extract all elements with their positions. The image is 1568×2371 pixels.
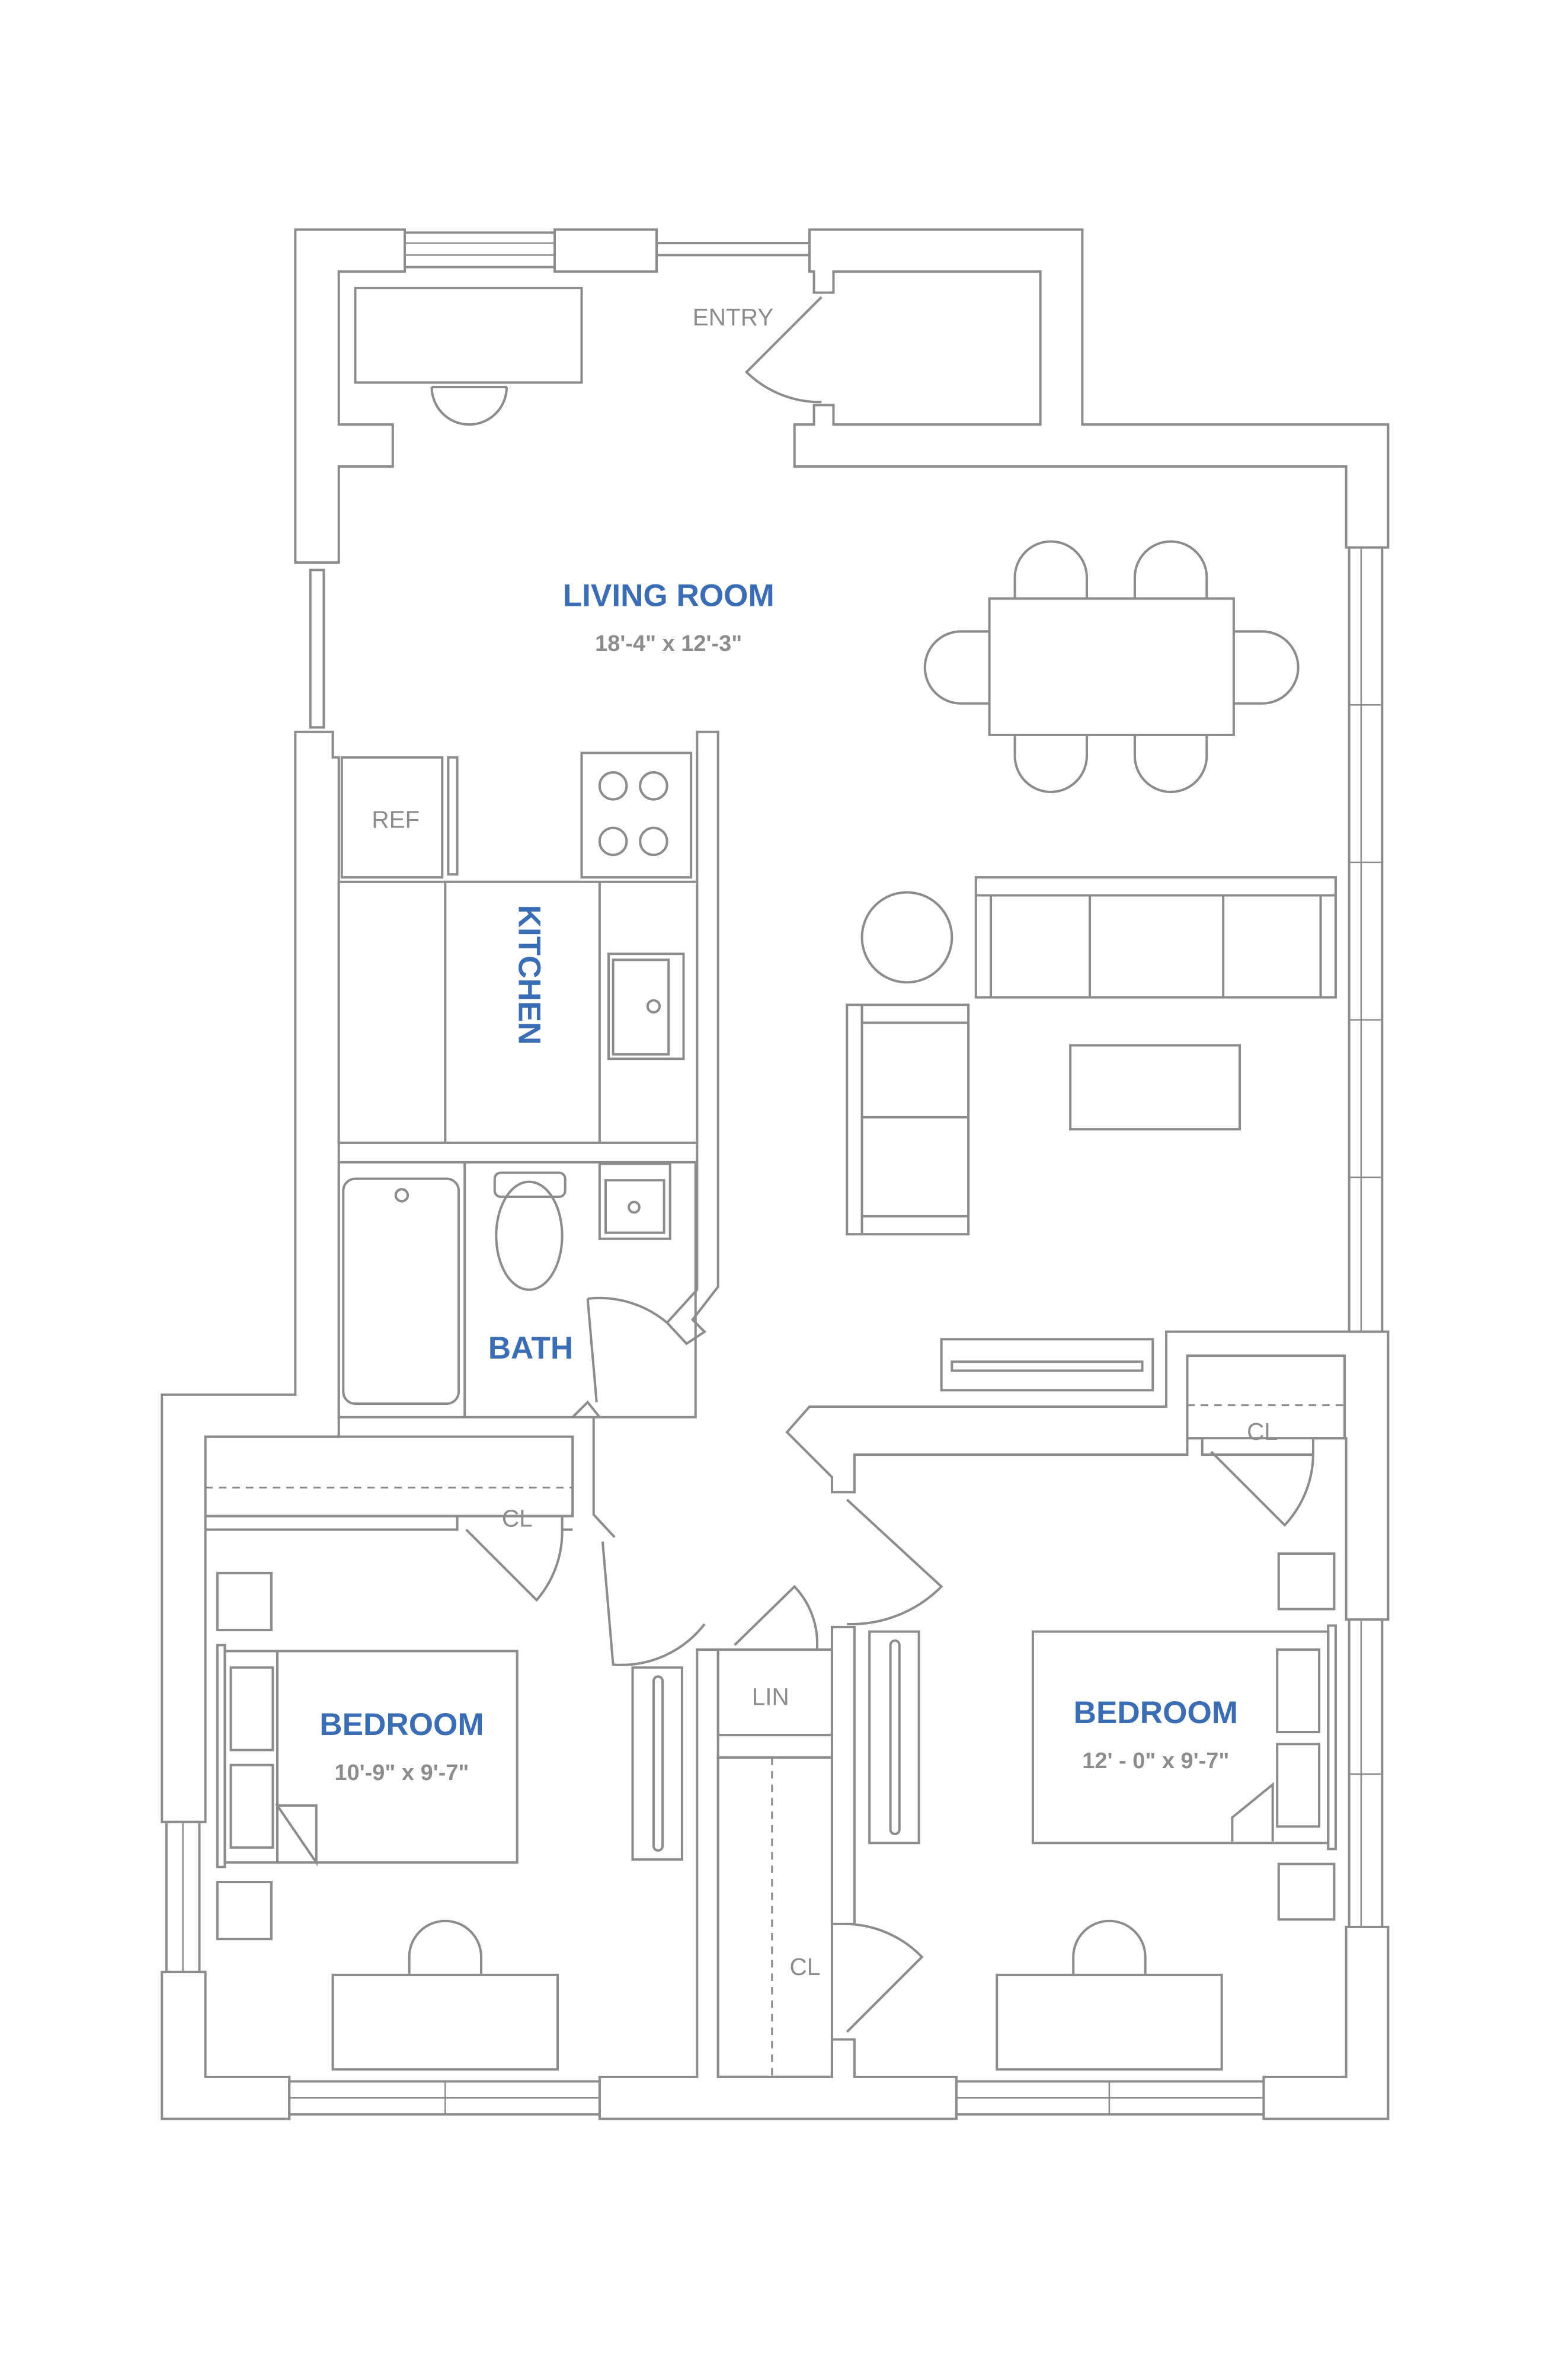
dining-chair [1133, 540, 1208, 599]
hall-closet-door [846, 1922, 924, 2033]
drain-icon [394, 1188, 409, 1203]
bedroom-left-label: BEDROOM [319, 1707, 484, 1742]
bedroom-right-label: BEDROOM [1074, 1695, 1238, 1730]
nightstand [1277, 1552, 1336, 1611]
toilet-bowl [495, 1180, 564, 1291]
bedroom-right [846, 1354, 1346, 2071]
bath-outline [337, 1161, 697, 1418]
desk-left [331, 1973, 559, 2071]
window-right [1348, 546, 1384, 1333]
pillow [229, 1666, 274, 1752]
stove [580, 752, 693, 879]
kitchen [337, 752, 699, 1144]
nightstand [1277, 1862, 1336, 1921]
bathroom [337, 1161, 697, 1418]
dining-chair [1133, 734, 1208, 793]
closet-right-label: CL [1247, 1418, 1278, 1445]
bathtub [342, 1177, 460, 1405]
bath-label: BATH [488, 1331, 574, 1366]
ref-label: REF [372, 806, 420, 833]
side-table [860, 891, 953, 984]
nightstand [216, 1571, 273, 1632]
bath-door [586, 1296, 668, 1402]
pillow [1276, 1648, 1321, 1734]
wall-bottom-right [1262, 1925, 1390, 2120]
window-top-left [403, 231, 556, 269]
burner-icon [639, 826, 668, 857]
bedroom-left [204, 1435, 706, 2071]
closet-left [204, 1435, 574, 1517]
living-room-label: LIVING ROOM [563, 578, 775, 613]
burner-icon [598, 771, 628, 801]
window-top-entry [655, 242, 811, 257]
faucet-icon [646, 999, 661, 1014]
coffee-table [1069, 1044, 1241, 1131]
refrigerator [340, 756, 444, 879]
dining-chair [1013, 734, 1089, 793]
faucet-icon [628, 1200, 641, 1214]
dresser-right [868, 1630, 920, 1845]
refrigerator-door [447, 756, 459, 876]
windows [165, 231, 1384, 2116]
labels: LIVING ROOM 18'-4" x 12'-3" KITCHEN BATH… [319, 303, 1278, 1980]
dining-chair [1233, 630, 1300, 705]
dresser-left [631, 1666, 684, 1861]
linen-label: LIN [752, 1683, 789, 1711]
burner-icon [639, 771, 668, 801]
bedroom-right-dimensions: 12' - 0" x 9'-7" [1082, 1749, 1229, 1774]
sofa [974, 876, 1337, 999]
wall-right-bedroom [785, 1330, 1390, 1621]
wall-hall-right [830, 1625, 856, 1925]
living-room-dimensions: 18'-4" x 12'-3" [595, 631, 742, 656]
desk-chair [1072, 1919, 1147, 1975]
bath-sink [598, 1162, 671, 1240]
entry-area [354, 286, 823, 426]
bed-right [1031, 1630, 1330, 1845]
entry-chair [430, 385, 508, 426]
living-room [846, 540, 1337, 1392]
kitchen-sink [607, 953, 685, 1060]
closet-left-label: CL [502, 1504, 533, 1532]
bed-left [276, 1650, 519, 1864]
wall-bottom-left [161, 1970, 291, 2120]
dining-chair [923, 630, 990, 705]
entry-label: ENTRY [693, 303, 773, 331]
desk-right [996, 1973, 1223, 2071]
console-table [940, 1338, 1154, 1392]
bedroom-right-door [846, 1498, 943, 1626]
walls [161, 228, 1390, 2120]
loveseat [846, 1004, 970, 1236]
desk-chair [408, 1919, 483, 1975]
nightstand [216, 1880, 273, 1941]
linen-closet [716, 1648, 833, 1737]
bedroom-left-dimensions: 10'-9" x 9'-7" [334, 1760, 469, 1785]
hall-closets [716, 1584, 924, 2078]
toilet-tank [493, 1171, 567, 1198]
pillow [1276, 1743, 1321, 1828]
burner-icon [598, 826, 628, 857]
closet-right [1186, 1354, 1346, 1440]
closet-left-door [465, 1529, 564, 1602]
closet-hall-label: CL [790, 1953, 821, 1980]
dining-table [988, 597, 1235, 736]
bedroom-left-door [601, 1541, 706, 1666]
pillow [229, 1763, 274, 1849]
entry-door [744, 296, 823, 404]
entry-desk [354, 286, 583, 384]
wall-entry [793, 228, 1390, 549]
hall-closet [716, 1756, 833, 2078]
wall-top-left [294, 228, 407, 564]
dining-chair [1013, 540, 1089, 599]
wall-kitchen-partition [665, 730, 719, 1346]
linen-closet-door [734, 1584, 819, 1650]
wall-pier-top [553, 228, 658, 273]
window-left-upper [309, 568, 325, 729]
closet-right-door [1210, 1450, 1314, 1527]
kitchen-label: KITCHEN [511, 905, 546, 1045]
